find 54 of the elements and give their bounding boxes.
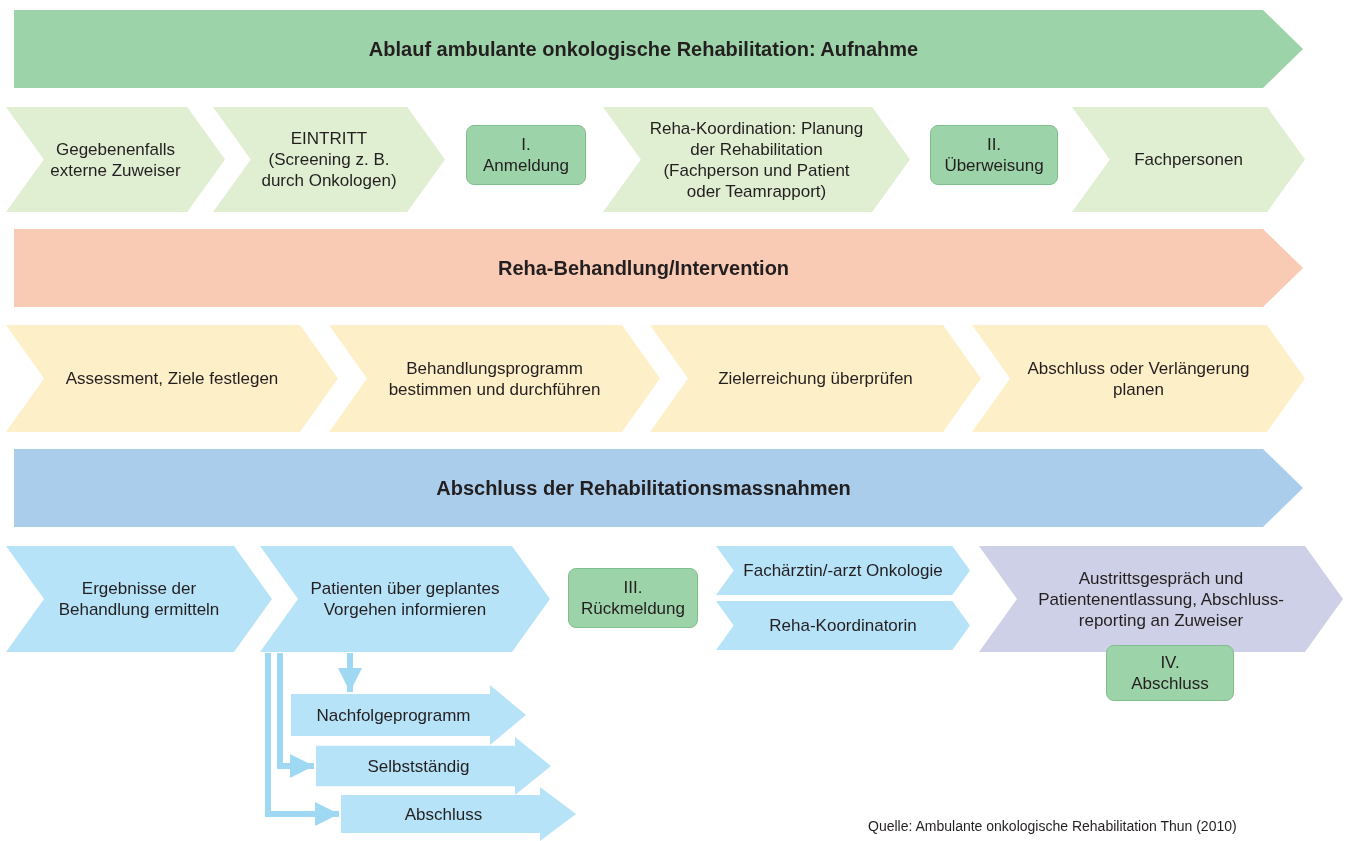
step-label: Austrittsgespräch und Patientenentlassung, Abschluss-reporting an Zuweiser (1037, 567, 1285, 631)
arrow (265, 653, 339, 826)
banner-title: Ablauf ambulante onkologische Rehabilitation: Aufnahme (368, 38, 919, 60)
step-label: I. (521, 134, 531, 155)
chevron-step (716, 601, 970, 650)
arrow (277, 653, 314, 778)
step-label: III. (623, 577, 643, 598)
step-label: Überweisung (944, 155, 1044, 176)
step-label: Reha-Koordination: Planung der Rehabilitation (Fachperson und Patient oder Teamrapport) (648, 117, 865, 202)
chevron-step (603, 107, 910, 212)
chevron-step (260, 546, 550, 652)
milestone-box (568, 568, 698, 628)
milestone-box (466, 125, 586, 185)
phase-banner (14, 10, 1303, 88)
source-note: Quelle: Ambulante onkologische Rehabilitation Thun (2010) (868, 818, 1237, 834)
chevron-step (1072, 107, 1305, 212)
step-label: II. (986, 134, 1002, 155)
chevron-step (6, 546, 272, 652)
step-label: Assessment, Ziele festlegen (65, 368, 279, 389)
phase-banner (14, 449, 1303, 527)
step-label: IV. (1160, 652, 1180, 673)
chevron-step (979, 546, 1343, 652)
step-label: EINTRITT (Screening z. B. durch Onkologen) (260, 128, 398, 191)
step-label: Abschluss oder Verlängerung planen (1026, 357, 1251, 400)
chevron-step (6, 325, 338, 432)
option-step (291, 685, 526, 745)
chevron-step (716, 546, 970, 595)
step-label: Patienten über geplantes Vorgehen informieren (309, 578, 501, 620)
step-label: Selbstständig (367, 755, 470, 777)
chevron-step (6, 107, 225, 212)
milestone-box (1106, 645, 1234, 701)
step-label: Abschluss (1131, 673, 1209, 694)
chevron-step (329, 325, 660, 432)
step-label: Fachärztin/-arzt Onkologie (743, 560, 943, 581)
banner-title: Abschluss der Rehabilitationsmassnahmen (436, 477, 851, 499)
milestone-box (930, 125, 1058, 185)
phase-banner (14, 229, 1303, 307)
step-label: Zielerreichung überprüfen (718, 368, 913, 389)
step-label: Nachfolgeprogramm (316, 704, 471, 726)
step-label: Abschluss (404, 803, 483, 825)
step-label: Gegebenenfalls externe Zuweiser (49, 138, 182, 181)
step-label: Ergebnisse der Behandlung ermitteln (57, 578, 221, 620)
step-label: Reha-Koordinatorin (769, 615, 917, 636)
step-label: Behandlungsprogramm bestimmen und durchführen (387, 357, 602, 400)
chevron-step (213, 107, 445, 212)
banner-title: Reha-Behandlung/Intervention (497, 257, 790, 279)
step-label: Anmeldung (483, 155, 569, 176)
step-label: Rückmeldung (581, 598, 685, 619)
step-label: Fachpersonen (1134, 149, 1243, 170)
option-step (341, 787, 576, 841)
chevron-step (972, 325, 1305, 432)
chevron-step (650, 325, 981, 432)
arrow (338, 653, 362, 692)
option-step (316, 737, 551, 795)
